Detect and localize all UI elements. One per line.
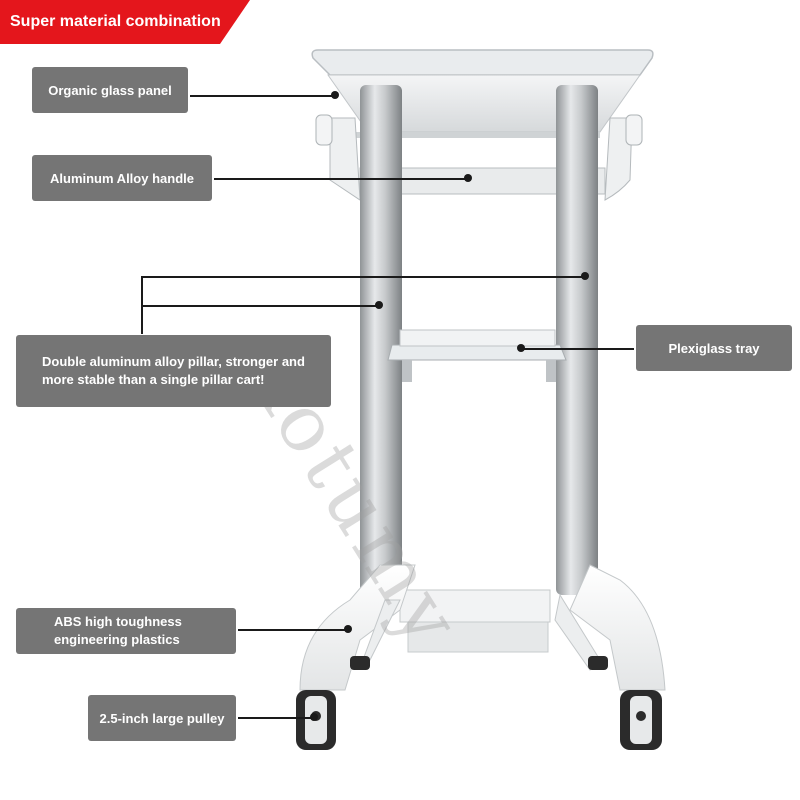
right-handle [604, 117, 633, 201]
leader-line-abs-plastics [238, 629, 348, 631]
leader-dot-plexiglass-tray [517, 344, 525, 352]
callout-plexiglass-tray: Plexiglass tray [636, 325, 792, 371]
leader-dot-abs-plastics [344, 625, 352, 633]
leader-line-plexiglass-tray [521, 348, 634, 350]
leader-line-pillar-upper [141, 276, 585, 278]
title-banner: Super material combination [0, 0, 250, 44]
callout-abs-plastics: ABS high toughness engineering plastics [16, 608, 236, 654]
right-pillar [556, 85, 598, 595]
abs-base [299, 564, 416, 691]
front-right-wheel [620, 690, 662, 750]
leader-dot-pulley [310, 713, 318, 721]
leader-line-aluminum-handle [214, 178, 468, 180]
leader-line-organic-glass-panel [190, 95, 335, 97]
leader-dot-aluminum-handle [464, 174, 472, 182]
left-pillar [360, 85, 402, 595]
callout-organic-glass-panel: Organic glass panel [32, 67, 188, 113]
callout-double-pillar: Double aluminum alloy pillar, stronger a… [16, 335, 331, 407]
leader-line-pulley [238, 717, 314, 719]
rear-right-wheel [588, 656, 608, 670]
rear-left-wheel [350, 656, 370, 670]
callout-pulley: 2.5-inch large pulley [88, 695, 236, 741]
leader-dot-right-pillar [581, 272, 589, 280]
left-handle [329, 117, 361, 201]
organic-glass-panel [311, 49, 654, 76]
callout-aluminum-handle: Aluminum Alloy handle [32, 155, 212, 201]
leader-dot-organic-glass-panel [331, 91, 339, 99]
leader-line-pillar-lower [141, 305, 379, 307]
leader-dot-left-pillar [375, 301, 383, 309]
